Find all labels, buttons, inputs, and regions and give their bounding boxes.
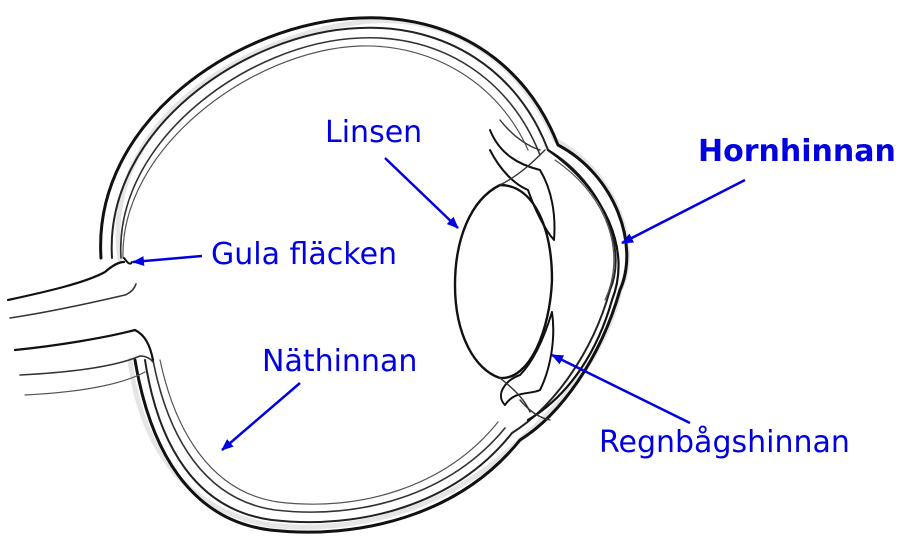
optic-nerve — [8, 262, 124, 300]
macula — [124, 258, 132, 264]
arrow-nathinnan — [222, 383, 300, 450]
label-regnbagshinnan: Regnbågshinnan — [599, 428, 850, 458]
label-nathinnan: Näthinnan — [262, 347, 417, 377]
cornea-outline — [528, 150, 619, 420]
label-linsen: Linsen — [325, 118, 422, 148]
label-hornhinnan: Hornhinnan — [698, 137, 896, 167]
label-gula-flacken: Gula fläcken — [211, 240, 397, 270]
sclera-outline — [101, 18, 627, 532]
arrow-linsen — [385, 158, 458, 228]
arrow-hornhinnan — [622, 180, 745, 243]
arrow-gula-flacken — [133, 256, 202, 262]
eye-illustration — [8, 18, 627, 532]
pointer-arrows — [133, 158, 745, 450]
